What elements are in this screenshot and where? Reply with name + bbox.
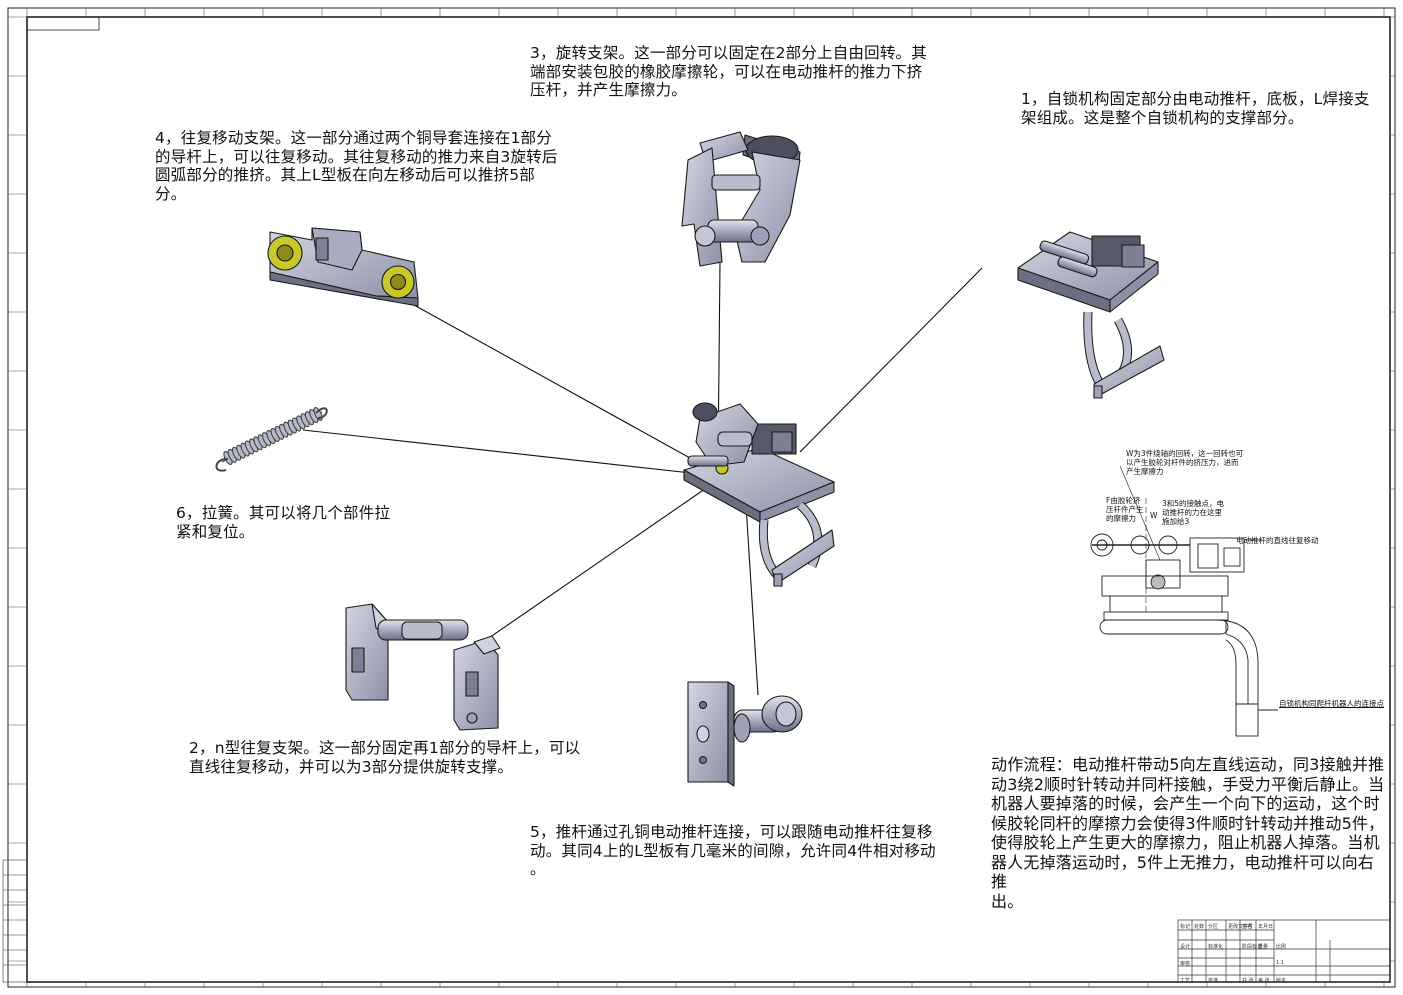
title-block-cell: 共 张 <box>1242 978 1254 984</box>
push-rod-part5 <box>687 681 803 787</box>
leader-lines <box>302 261 983 696</box>
section-label-connection: 自锁机构同爬杆机器人的连接点 <box>1279 699 1384 708</box>
title-block-cell: 阶段标记 <box>1242 944 1263 950</box>
note-part6: 6，拉簧。其可以将几个部件拉 紧和复位。 <box>176 504 391 541</box>
title-block-cell: 标记 <box>1180 924 1191 930</box>
tension-spring-part6 <box>215 407 328 472</box>
title-block-cell: 审核 <box>1180 961 1191 967</box>
process-description: 动作流程：电动推杆带动5向左直线运动，同3接触并推 动3绕2顺时针转动并同杆接触… <box>991 755 1385 911</box>
title-block-cell: 工艺 <box>1180 978 1191 984</box>
note-part5: 5，推杆通过孔铜电动推杆连接，可以跟随电动推杆往复移 动。其同4上的L型板有几毫… <box>530 823 936 878</box>
title-block-cell: 版本 <box>1276 978 1287 984</box>
title-block-cell: 年月日 <box>1258 924 1274 930</box>
title-block-cell: 批准 <box>1208 978 1219 984</box>
section-label-friction: F由胶轮挤 压杆件产生 的摩擦力 <box>1106 496 1144 523</box>
assembly-view <box>683 402 835 587</box>
note-part1: 1，自锁机构固定部分由电动推杆，底板，L焊接支 架组成。这是整个自锁机构的支撑部… <box>1021 90 1370 127</box>
title-block-cell: 设计 <box>1180 944 1191 950</box>
rotating-bracket-part3 <box>681 131 801 267</box>
drawing-frame <box>7 7 1396 988</box>
n-bracket-part2 <box>345 603 501 731</box>
reciprocating-bracket-part4 <box>267 227 419 307</box>
title-block-cell: 重量 <box>1258 944 1269 950</box>
title-block-cell: 比例 <box>1276 944 1287 950</box>
title-block-cell: 签名 <box>1242 924 1253 930</box>
section-label-linear-motion: 电动推杆的直线往复移动 <box>1236 536 1319 545</box>
note-part4: 4，往复移动支架。这一部分通过两个铜导套连接在1部分 的导杆上，可以往复移动。其… <box>155 129 558 203</box>
note-part3: 3，旋转支架。这一部分可以固定在2部分上自由回转。其 端部安装包胶的橡胶摩擦轮，… <box>530 44 927 99</box>
title-block-cell: 标准化 <box>1208 944 1224 950</box>
fixed-frame-part1 <box>1017 231 1165 399</box>
title-block-cell: 1:1 <box>1276 960 1285 966</box>
revision-table <box>2 859 28 983</box>
frame-zone-ticks <box>8 8 1395 987</box>
title-block-cell: 分区 <box>1208 924 1219 930</box>
section-view <box>1090 465 1278 737</box>
section-label-contact: 3和5的接触点，电 动推杆的力在这里 施加给3 <box>1162 499 1225 526</box>
title-block <box>1177 919 1391 983</box>
note-part2: 2，n型往复支架。这一部分固定再1部分的导杆上，可以 直线往复移动，并可以为3部… <box>189 739 581 776</box>
title-block-cell: 处数 <box>1194 924 1205 930</box>
title-block-cell: 更改文件号 <box>1228 924 1254 930</box>
section-label-w: W <box>1150 511 1158 520</box>
title-block-cell: 第 张 <box>1258 978 1270 984</box>
section-label-rotation: W为3件绕轴的回转，这一回转也可 以产生胶轮对杆件的挤压力，进而 产生摩擦力 <box>1126 449 1244 476</box>
